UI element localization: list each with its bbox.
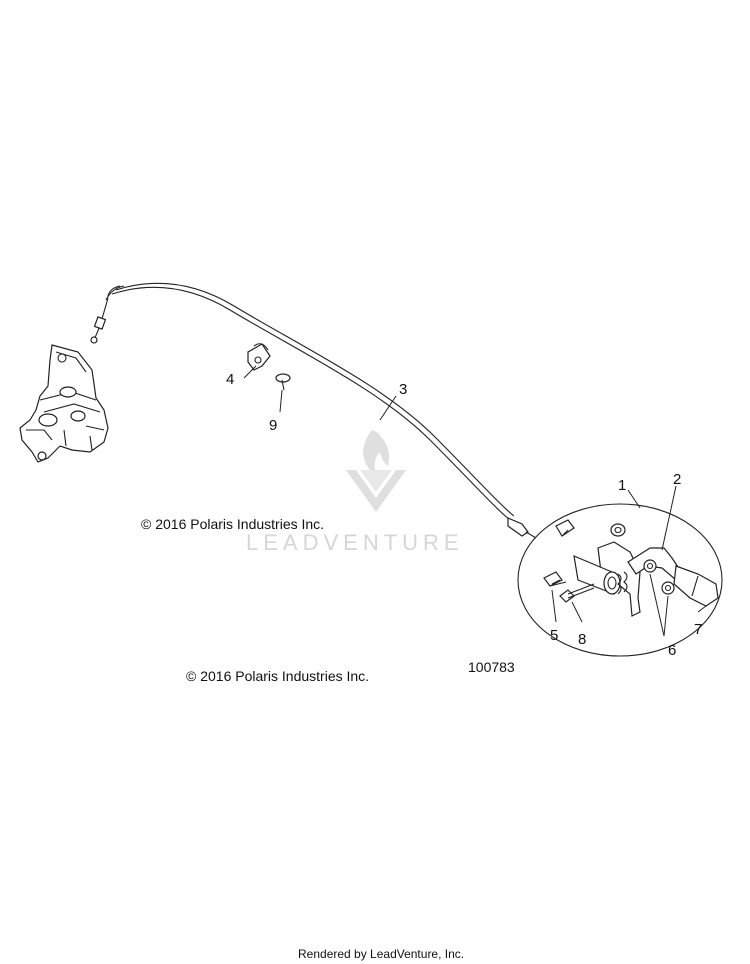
pin xyxy=(559,583,595,603)
callout-5: 5 xyxy=(550,627,558,644)
callout-8: 8 xyxy=(578,631,586,648)
leader-lines xyxy=(243,365,707,637)
callout-6: 6 xyxy=(668,642,676,659)
figure-number: 100783 xyxy=(468,659,515,675)
cable-end-fitting xyxy=(90,285,125,344)
nut-top xyxy=(610,523,626,537)
footer-credit: Rendered by LeadVenture, Inc. xyxy=(298,947,464,961)
brake-caliper xyxy=(19,344,109,463)
callout-3: 3 xyxy=(399,381,407,398)
callout-4: 4 xyxy=(226,371,234,388)
copyright-lower: © 2016 Polaris Industries Inc. xyxy=(186,668,369,684)
push-pin xyxy=(275,373,291,391)
lever-assembly-detail xyxy=(517,503,723,657)
callout-9: 9 xyxy=(269,417,277,434)
cable-clamp xyxy=(247,343,271,371)
callout-7: 7 xyxy=(694,621,702,638)
watermark-logo xyxy=(346,430,406,512)
bolt-left xyxy=(543,571,567,587)
watermark-text: LEADVENTURE xyxy=(246,530,464,555)
brake-cable xyxy=(107,282,537,539)
callout-1: 1 xyxy=(618,477,626,494)
callout-2: 2 xyxy=(673,471,681,488)
copyright-upper: © 2016 Polaris Industries Inc. xyxy=(141,516,324,532)
bolt-top xyxy=(555,519,575,537)
